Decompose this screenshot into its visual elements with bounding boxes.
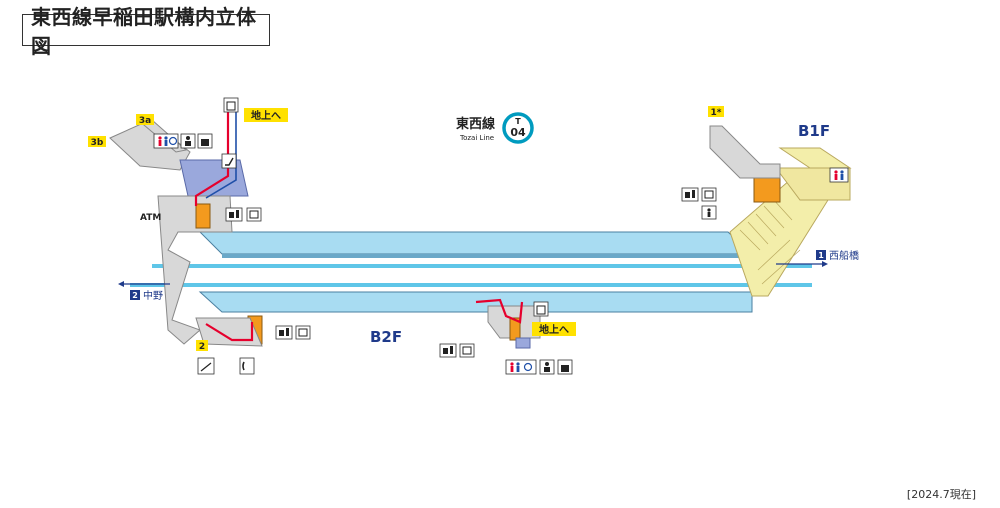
ticket-machine-lower-icon xyxy=(295,325,311,340)
to-surface-upper-badge xyxy=(244,108,288,122)
to-surface-lower: 地上へ xyxy=(539,323,569,336)
baby-care-icon xyxy=(180,133,196,149)
telephone-icon xyxy=(239,357,255,375)
elevator-icon xyxy=(223,97,239,113)
track-east xyxy=(152,264,812,268)
to-surface-upper: 地上へ xyxy=(251,109,281,122)
concourse-b1-top xyxy=(778,147,852,169)
gate-right xyxy=(753,177,781,203)
exit-2-badge[interactable] xyxy=(196,340,208,351)
restroom-icon xyxy=(153,133,179,149)
ticket-machine-right-icon xyxy=(701,187,717,202)
multipurpose-room-icon xyxy=(197,133,213,149)
ticket-machine-center-icon xyxy=(459,343,475,358)
exit-3b-label: 3b xyxy=(91,138,104,148)
to-surface-lower-badge xyxy=(532,322,576,336)
stair-right-steps xyxy=(739,197,801,285)
exit-3a-badge[interactable] xyxy=(136,114,154,125)
ticket-gate-right-icon xyxy=(681,187,699,202)
direction-west-label: 中野 xyxy=(143,289,163,302)
route-barrier-free-upper xyxy=(194,112,230,206)
gate-left-upper xyxy=(195,203,211,229)
slope-icon xyxy=(197,357,215,375)
platform-b1 xyxy=(198,231,754,255)
ticket-gate-icon xyxy=(225,207,243,222)
line-code-badge xyxy=(502,112,534,144)
direction-east-arrowhead xyxy=(822,261,828,267)
line-code-number: 04 xyxy=(510,126,526,139)
update-date: [2024.7現在] xyxy=(906,488,976,501)
floor-label-b2: B2F xyxy=(370,328,402,346)
ticket-gate-lower-icon xyxy=(275,325,293,340)
line-name: 東西線 xyxy=(456,116,496,132)
escalator-icon xyxy=(221,153,237,169)
direction-east-label: 西船橋 xyxy=(829,249,859,262)
platform-b1-edge xyxy=(222,254,752,258)
direction-east-num: 1 xyxy=(818,251,824,260)
line-name-en: Tozai Line xyxy=(459,134,494,142)
direction-west-num: 2 xyxy=(132,291,138,300)
multipurpose-center-icon xyxy=(557,359,573,375)
route-barrier-free-lower xyxy=(205,322,254,342)
elevator-center xyxy=(515,337,531,349)
exit-1-badge[interactable] xyxy=(708,106,724,117)
baby-care-center-icon xyxy=(539,359,555,375)
passage-exit-1 xyxy=(709,125,781,179)
ticket-gate-center-icon xyxy=(439,343,457,358)
direction-west-arrowhead xyxy=(118,281,124,287)
elevator-center-icon xyxy=(533,301,549,317)
track-west xyxy=(130,283,812,287)
route-barrier-free-center xyxy=(475,298,524,324)
direction-west-badge xyxy=(130,290,140,300)
exit-3b-badge[interactable] xyxy=(88,136,106,147)
restroom-right-icon xyxy=(829,167,849,183)
exit-3a-label: 3a xyxy=(139,116,151,126)
line-code-letter: T xyxy=(515,117,521,126)
ticket-machine-icon xyxy=(246,207,262,222)
floor-label-b1: B1F xyxy=(798,122,830,140)
page-title: 東西線早稲田駅構内立体図 xyxy=(22,5,270,58)
direction-east-badge xyxy=(816,250,826,260)
restroom-center-icon xyxy=(505,359,537,375)
route-elevator-upper xyxy=(205,112,237,199)
exit-1-label: 1* xyxy=(711,108,722,118)
gate-center xyxy=(509,317,521,341)
information-icon xyxy=(701,205,717,220)
concourse-left-upper xyxy=(179,159,249,197)
atm-label: ATM xyxy=(140,213,161,223)
exit-2-label: 2 xyxy=(199,342,205,352)
